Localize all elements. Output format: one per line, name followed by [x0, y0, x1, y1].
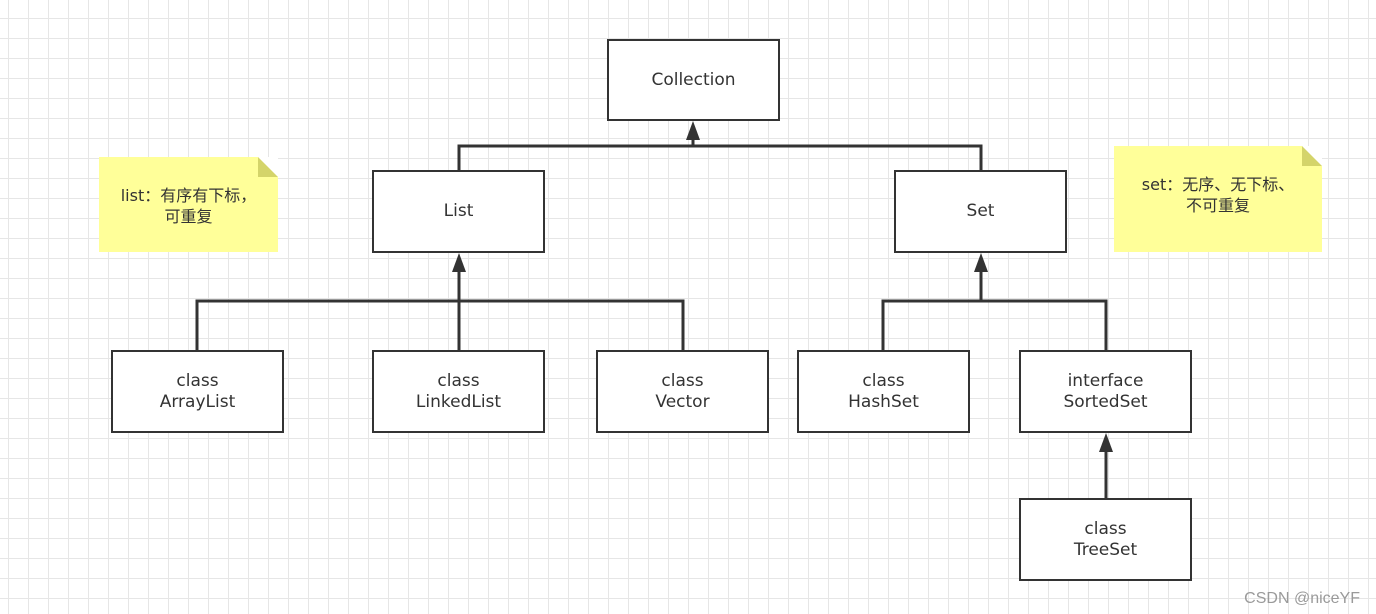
- arrowhead-sortedset: [1099, 433, 1113, 452]
- treeset-node: class TreeSet: [1019, 498, 1192, 581]
- sortedset-name: SortedSet: [1063, 391, 1148, 412]
- set-note-text: set：无序、无下标、 不可重复: [1141, 175, 1295, 215]
- edge-sortedset-to-set: [981, 299, 1108, 351]
- hashset-node: class HashSet: [797, 350, 970, 433]
- watermark: CSDN @niceYF: [1244, 590, 1360, 607]
- list-node: List: [372, 170, 545, 253]
- list-label: List: [443, 201, 474, 221]
- vector-name: Vector: [655, 391, 710, 412]
- list-note-text: list：有序有下标， 可重复: [120, 186, 257, 226]
- treeset-kind: class: [1084, 518, 1127, 539]
- collection-node: Collection: [607, 39, 780, 121]
- arrowhead-list: [452, 253, 466, 272]
- hashset-kind: class: [862, 370, 905, 391]
- arraylist-node: class ArrayList: [111, 350, 284, 433]
- edge-arraylist-to-list: [195, 299, 459, 351]
- note-fold-corner: [258, 157, 278, 177]
- set-label: Set: [966, 201, 995, 221]
- edge-list-to-collection: [457, 131, 695, 171]
- edge-set-to-collection: [693, 144, 983, 171]
- note-fold-corner: [1302, 146, 1322, 166]
- treeset-name: TreeSet: [1073, 539, 1138, 560]
- sortedset-node: interface SortedSet: [1019, 350, 1192, 433]
- arraylist-kind: class: [176, 370, 219, 391]
- collection-label: Collection: [651, 69, 736, 90]
- arrowhead-set: [974, 253, 988, 272]
- list-note: list：有序有下标， 可重复: [99, 157, 278, 252]
- arraylist-name: ArrayList: [159, 391, 236, 412]
- linkedlist-node: class LinkedList: [372, 350, 545, 433]
- edge-hashset-to-set: [881, 264, 983, 351]
- arrowhead-collection: [686, 121, 700, 140]
- linkedlist-kind: class: [437, 370, 480, 391]
- vector-kind: class: [661, 370, 704, 391]
- set-note: set：无序、无下标、 不可重复: [1114, 146, 1322, 252]
- linkedlist-name: LinkedList: [415, 391, 502, 412]
- vector-node: class Vector: [596, 350, 769, 433]
- edge-vector-to-list: [459, 299, 685, 351]
- sortedset-kind: interface: [1067, 370, 1144, 391]
- set-node: Set: [894, 170, 1067, 253]
- hashset-name: HashSet: [848, 391, 919, 412]
